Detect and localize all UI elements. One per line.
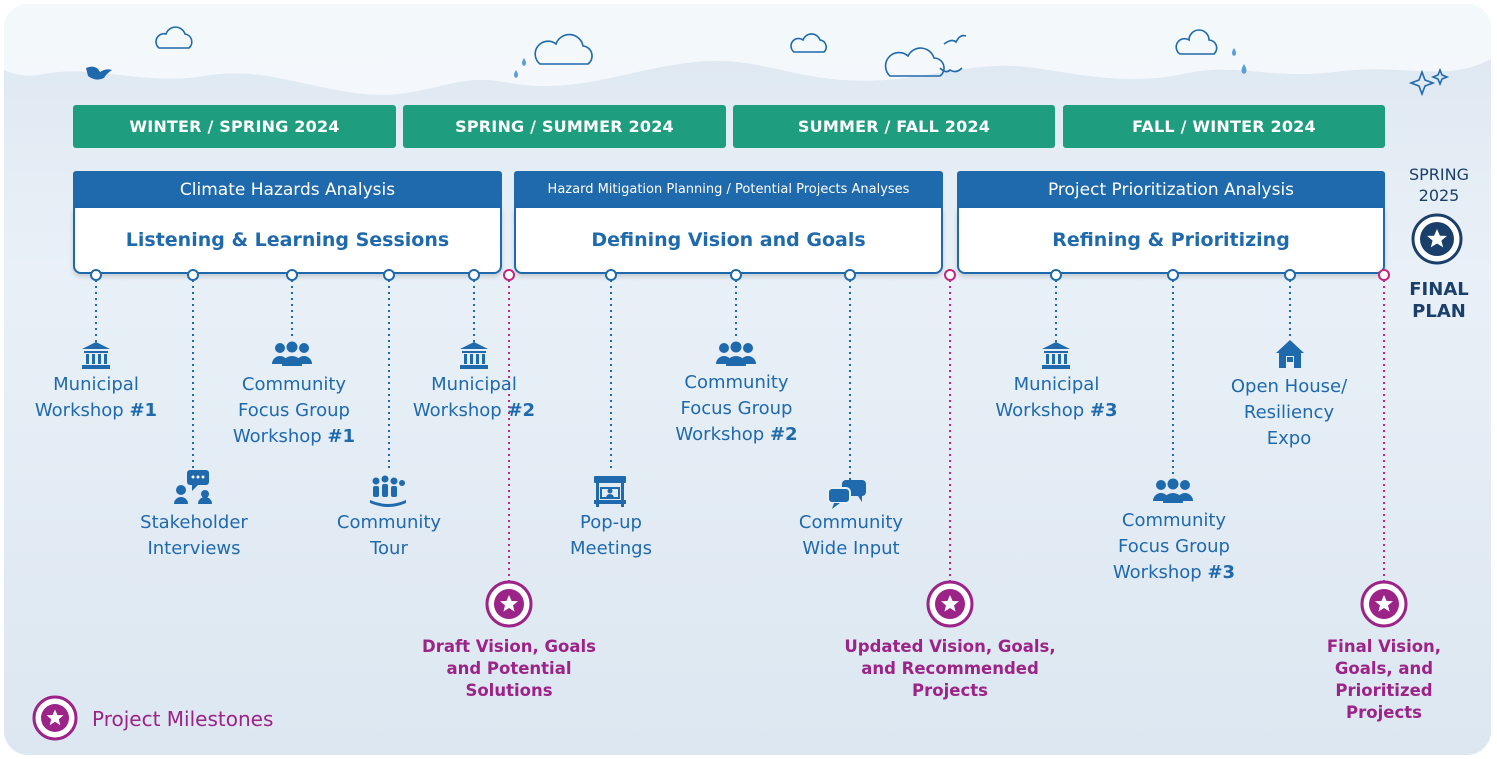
interview-chat-icon [174,470,212,504]
bird-icon [943,34,967,45]
cloud-icon [884,47,945,77]
activity-community-focus-group-3: Community Focus Group Workshop #3 [1089,508,1259,586]
group-people-icon [1153,478,1193,503]
phase-2: Hazard Mitigation Planning / Potential P… [514,171,943,277]
activity-number: #3 [1089,400,1118,421]
activity-text: Community Focus Group Workshop [675,372,793,445]
sparkle-icon [1408,67,1450,97]
bird-icon [939,67,963,73]
phase-header: Project Prioritization Analysis [957,171,1385,208]
phase-1: Climate Hazards Analysis Listening & Lea… [73,171,502,277]
phase-header: Hazard Mitigation Planning / Potential P… [514,171,943,208]
raindrop-icon [514,70,518,78]
activity-text: Municipal Workshop [34,374,139,421]
tour-group-icon [370,475,406,507]
activity-community-wide-input: Community Wide Input [798,512,904,559]
milestone-star-icon [1360,580,1408,628]
activity-popup-meetings: Pop-up Meetings [570,512,652,559]
phase-title: Listening & Learning Sessions [73,208,502,274]
activity-municipal-workshop-1: Municipal Workshop #1 [22,372,170,424]
cloud-icon [155,26,193,49]
phase-header: Climate Hazards Analysis [73,171,502,208]
cloud-icon [790,33,827,53]
activity-community-tour: Community Tour [336,512,442,559]
activity-text: Municipal Workshop [995,374,1100,421]
cloud-icon [1175,29,1218,55]
house-icon [1276,340,1304,368]
activity-number: #3 [1207,562,1236,583]
activity-text: Community Focus Group Workshop [232,374,350,447]
season-bar-4: FALL / WINTER 2024 [1063,105,1385,148]
milestone-1-label: Draft Vision, Goals and Potential Soluti… [422,637,596,700]
popup-booth-icon [594,476,626,507]
final-plan-season: SPRING 2025 [1408,165,1469,205]
legend-star-icon [32,695,78,741]
activity-text: Municipal Workshop [412,374,517,421]
government-building-icon [460,342,488,369]
activity-community-focus-group-1: Community Focus Group Workshop #1 [209,372,379,450]
final-plan-label: FINAL PLAN [1409,279,1469,322]
milestone-star-icon [926,580,974,628]
activity-municipal-workshop-2: Municipal Workshop #2 [404,372,544,424]
final-plan-star-icon [1411,213,1463,265]
dove-icon [86,66,112,80]
activity-number: #2 [507,400,536,421]
timeline-frame: WINTER / SPRING 2024 SPRING / SUMMER 202… [4,4,1491,755]
activity-number: #1 [327,426,356,447]
season-bar-3: SUMMER / FALL 2024 [733,105,1055,148]
group-people-icon [716,341,756,366]
season-bar-1: WINTER / SPRING 2024 [73,105,396,148]
activity-community-focus-group-2: Community Focus Group Workshop #2 [654,370,819,448]
timeline-connectors [32,213,1463,741]
cloud-icon [534,33,593,65]
legend-label: Project Milestones [92,707,274,731]
season-bar-2: SPRING / SUMMER 2024 [403,105,726,148]
milestone-star-icon [485,580,533,628]
activity-number: #1 [129,400,158,421]
activity-open-house-expo: Open House/ Resiliency Expo [1230,376,1348,449]
milestone-2-label: Updated Vision, Goals, and Recommended P… [844,637,1056,700]
phase-3: Project Prioritization Analysis Refining… [957,171,1385,277]
raindrop-icon [522,58,526,66]
raindrop-icon [1241,64,1247,74]
group-people-icon [272,341,312,366]
activity-number: #2 [769,424,798,445]
milestone-3-label: Final Vision, Goals, and Prioritized Pro… [1326,637,1442,722]
activity-municipal-workshop-3: Municipal Workshop #3 [984,372,1129,424]
government-building-icon [1042,342,1070,369]
sky-decoration [4,4,1491,97]
government-building-icon [82,342,110,369]
activity-stakeholder-interviews: Stakeholder Interviews [140,512,248,559]
raindrop-icon [1232,48,1236,56]
phase-title: Defining Vision and Goals [514,208,943,274]
speech-bubbles-icon [827,480,866,509]
phase-title: Refining & Prioritizing [957,208,1385,274]
activity-text: Community Focus Group Workshop [1112,510,1230,583]
